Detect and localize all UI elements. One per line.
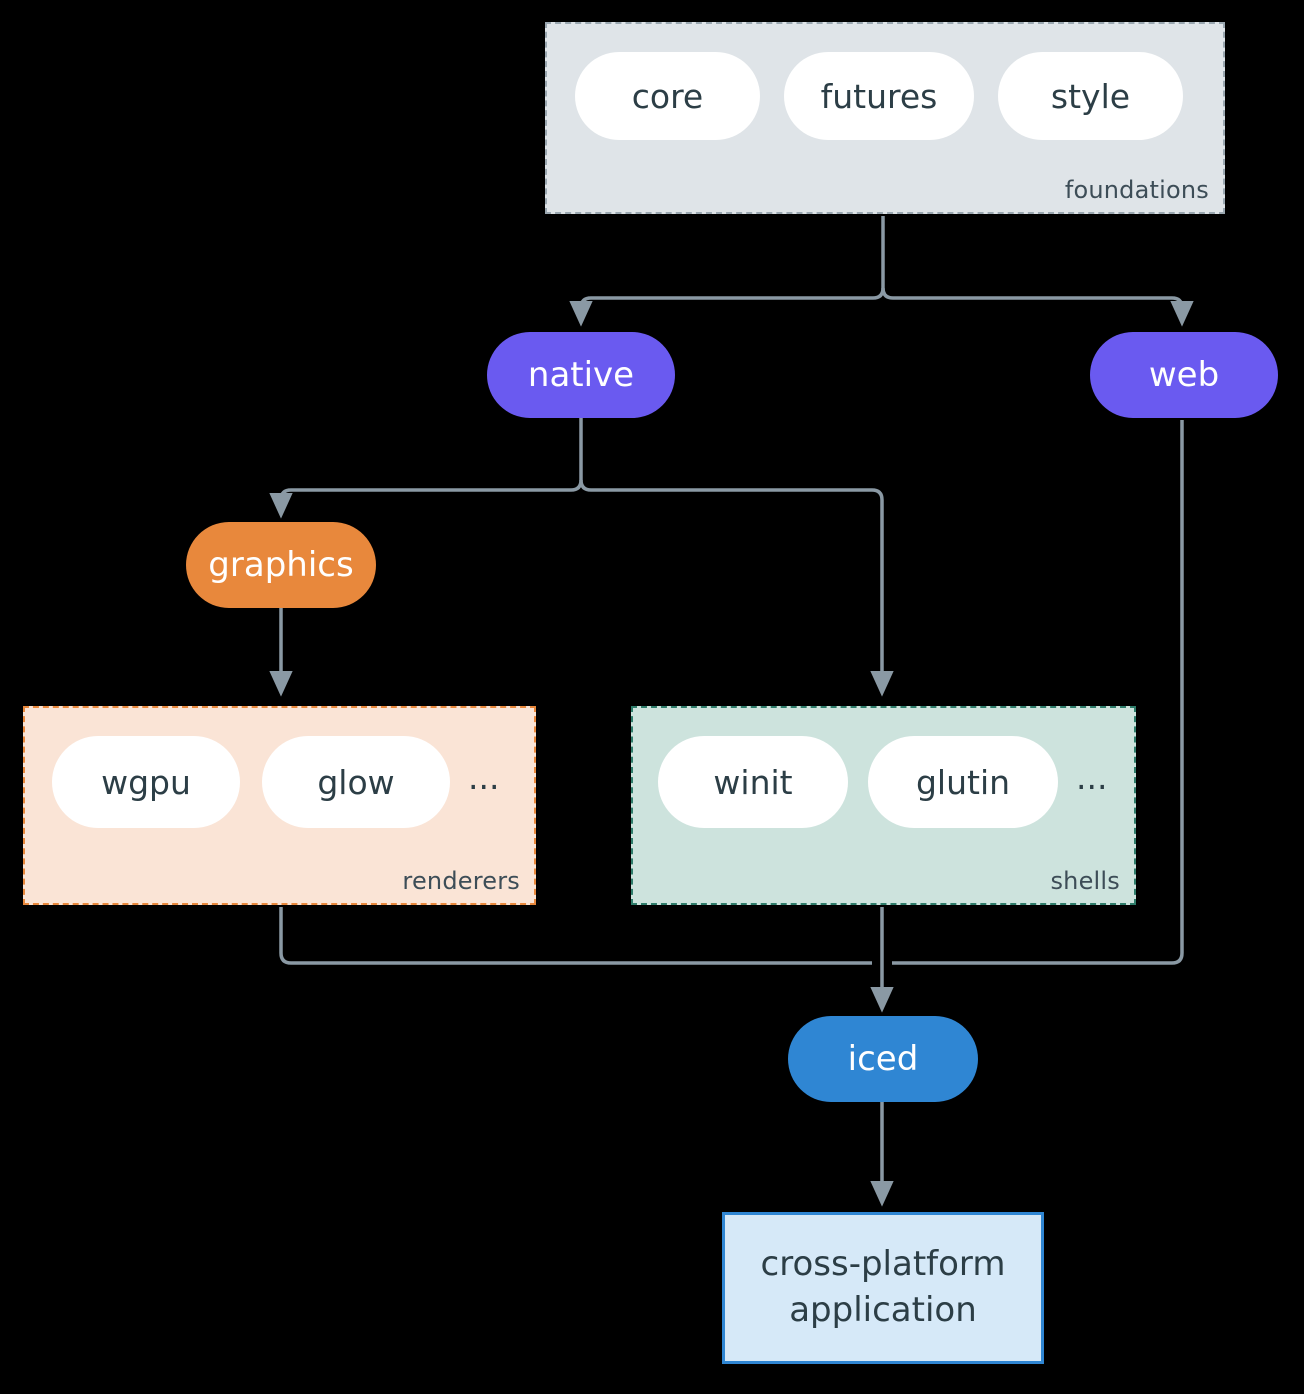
edge-renderers-to-iced [279, 907, 872, 965]
application-label-line1: cross-platform [760, 1244, 1006, 1285]
group-shells: winit glutin ... shells [631, 706, 1136, 905]
node-glow[interactable]: glow [262, 736, 450, 828]
node-wgpu[interactable]: wgpu [52, 736, 240, 828]
group-renderers: wgpu glow ... renderers [23, 706, 536, 905]
edge-web-to-iced [892, 420, 1184, 965]
node-glutin[interactable]: glutin [868, 736, 1058, 828]
edge-native-to-graphics [269, 479, 583, 519]
node-cross-platform-application[interactable]: cross-platform application [722, 1212, 1044, 1364]
node-native[interactable]: native [487, 332, 675, 418]
node-winit[interactable]: winit [658, 736, 848, 828]
edge-foundations-to-web [881, 287, 1194, 327]
renderers-more-ellipsis: ... [468, 757, 500, 797]
group-label-foundations: foundations [1064, 176, 1209, 204]
group-label-shells: shells [1050, 867, 1120, 895]
edge-foundations-to-native [569, 287, 885, 327]
group-foundations: core futures style foundations [545, 22, 1225, 214]
node-style[interactable]: style [998, 52, 1183, 140]
edge-native-to-shells [579, 479, 894, 697]
shells-more-ellipsis: ... [1076, 757, 1108, 797]
node-futures[interactable]: futures [784, 52, 974, 140]
application-label-line2: application [789, 1290, 977, 1330]
node-graphics[interactable]: graphics [186, 522, 376, 608]
node-core[interactable]: core [575, 52, 760, 140]
node-web[interactable]: web [1090, 332, 1278, 418]
group-label-renderers: renderers [402, 867, 520, 895]
node-iced[interactable]: iced [788, 1016, 978, 1102]
